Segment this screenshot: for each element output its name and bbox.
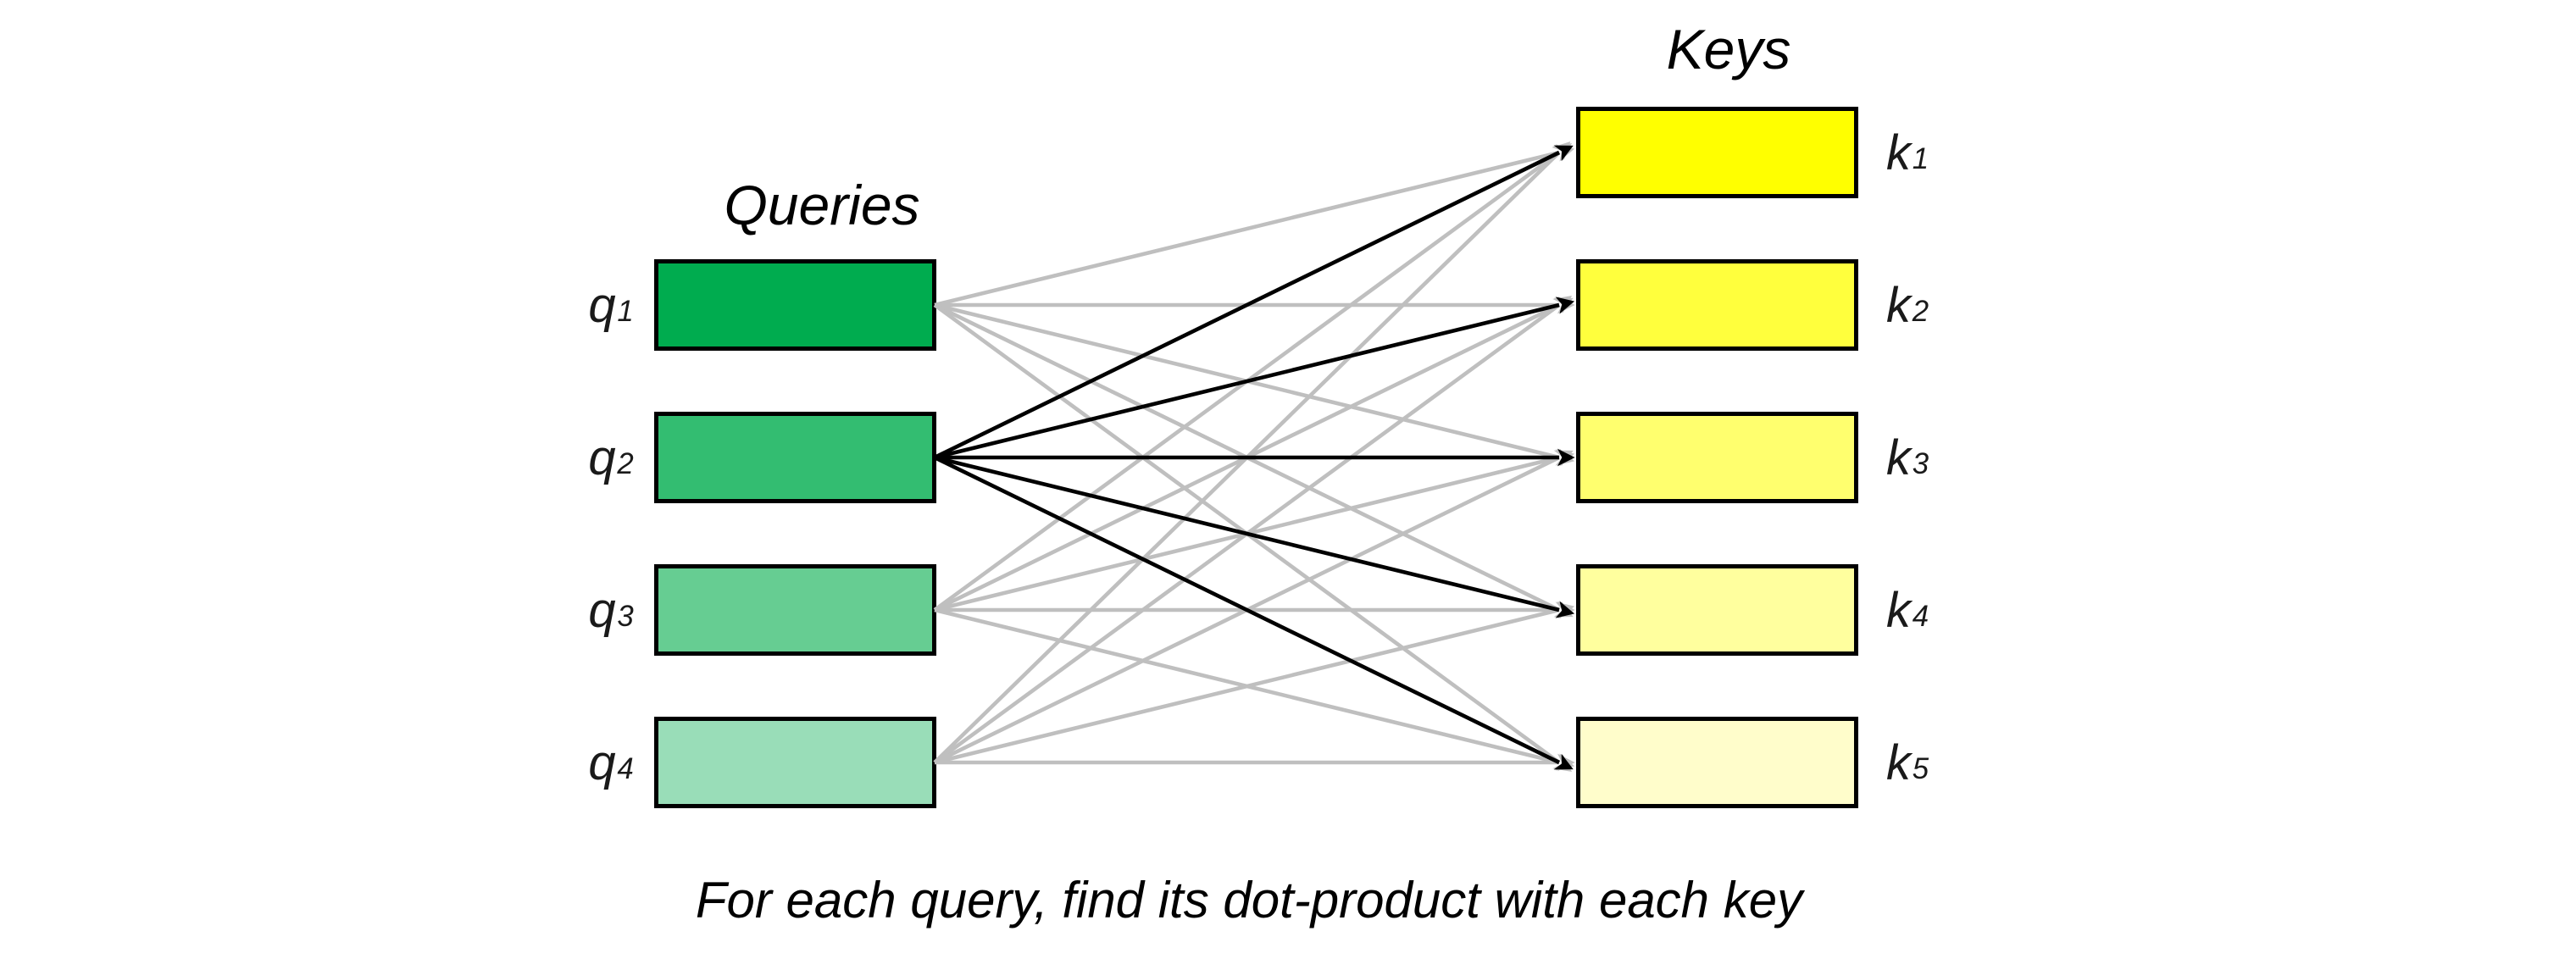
arrow-q4-k3 [933,450,1574,765]
arrow-q3-k2 [933,297,1574,613]
arrow-q2-k4 [934,455,1575,618]
arrow-q2-k1 [933,145,1574,460]
label-subscript: 4 [617,752,634,786]
arrow-q1-k3 [934,302,1575,466]
label-base: q [588,430,616,485]
query-box-q4 [654,717,936,808]
label-base: k [1886,277,1911,333]
arrow-q4-k1 [933,141,1571,764]
label-base: k [1886,125,1911,180]
label-base: q [588,582,616,638]
key-box-k5 [1576,717,1858,808]
arrow-q2-k5 [933,455,1574,770]
arrow-q1-k1 [934,144,1575,308]
label-base: q [588,277,616,333]
arrow-q1-k4 [933,302,1574,618]
label-base: k [1886,582,1911,638]
arrow-q3-k5 [934,607,1575,771]
arrow-q3-k3 [934,449,1575,613]
label-subscript: 4 [1912,600,1929,634]
label-base: k [1886,430,1911,485]
caption-text: For each query, find its dot-product wit… [695,872,1803,929]
arrow-q4-k2 [933,295,1573,764]
query-box-q2 [654,412,936,503]
label-subscript: 5 [1912,752,1929,786]
label-subscript: 3 [1912,447,1929,481]
keys-column-title: Keys [1666,18,1791,80]
arrow-q2-k2 [934,297,1575,460]
label-subscript: 1 [1912,142,1929,176]
query-box-q1 [654,259,936,351]
label-subscript: 3 [617,600,634,634]
key-box-k4 [1576,564,1858,656]
arrow-q4-k4 [934,601,1575,765]
arrow-q3-k1 [933,142,1573,612]
label-subscript: 1 [617,295,634,329]
label-subscript: 2 [617,447,634,481]
label-subscript: 2 [1912,295,1929,329]
key-box-k2 [1576,259,1858,351]
query-box-q3 [654,564,936,656]
key-box-k3 [1576,412,1858,503]
label-base: k [1886,734,1911,790]
queries-column-title: Queries [724,174,920,236]
arrow-q1-k5 [933,303,1573,773]
label-base: q [588,734,616,790]
key-box-k1 [1576,107,1858,198]
